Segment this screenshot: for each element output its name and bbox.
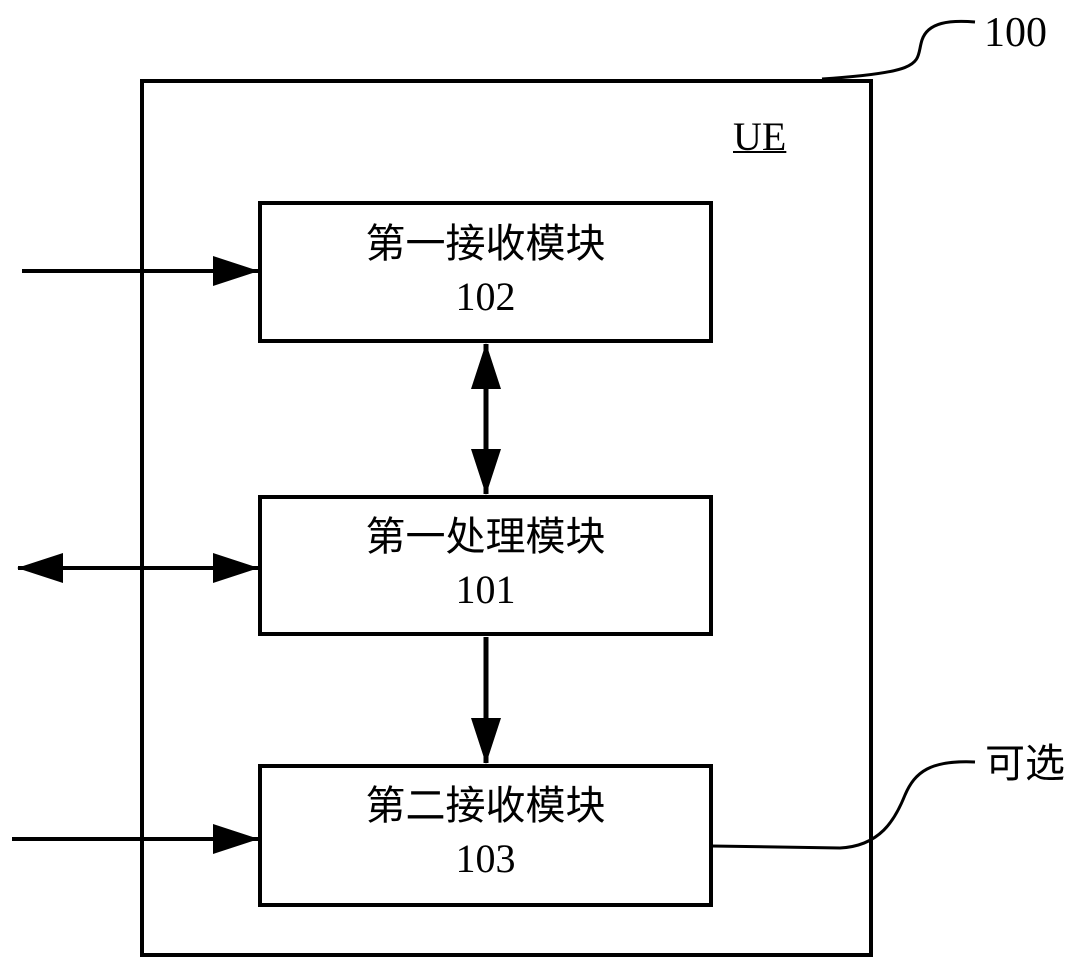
second-receive-module-name: 第二接收模块 xyxy=(365,783,606,828)
first-process-module-box xyxy=(258,495,713,636)
ue-container-box xyxy=(140,79,873,957)
second-receive-module-number: 103 xyxy=(455,835,516,881)
first-receive-module-name: 第一接收模块 xyxy=(365,221,606,266)
first-receive-module-number: 102 xyxy=(455,273,516,319)
first-process-module-number: 101 xyxy=(455,566,516,612)
ref-label-100: 100 xyxy=(984,10,1047,56)
second-receive-module-box xyxy=(258,764,713,907)
ref-leader-line xyxy=(821,19,976,81)
first-process-module-text: 第一处理模块 101 xyxy=(262,511,709,617)
optional-label: 可选 xyxy=(985,741,1065,786)
first-receive-module-box xyxy=(258,201,713,343)
first-process-module-name: 第一处理模块 xyxy=(365,514,606,559)
second-receive-module-text: 第二接收模块 103 xyxy=(262,780,709,886)
container-label-ue: UE xyxy=(733,114,787,159)
optional-leader-line xyxy=(710,760,976,850)
first-receive-module-text: 第一接收模块 102 xyxy=(262,218,709,324)
